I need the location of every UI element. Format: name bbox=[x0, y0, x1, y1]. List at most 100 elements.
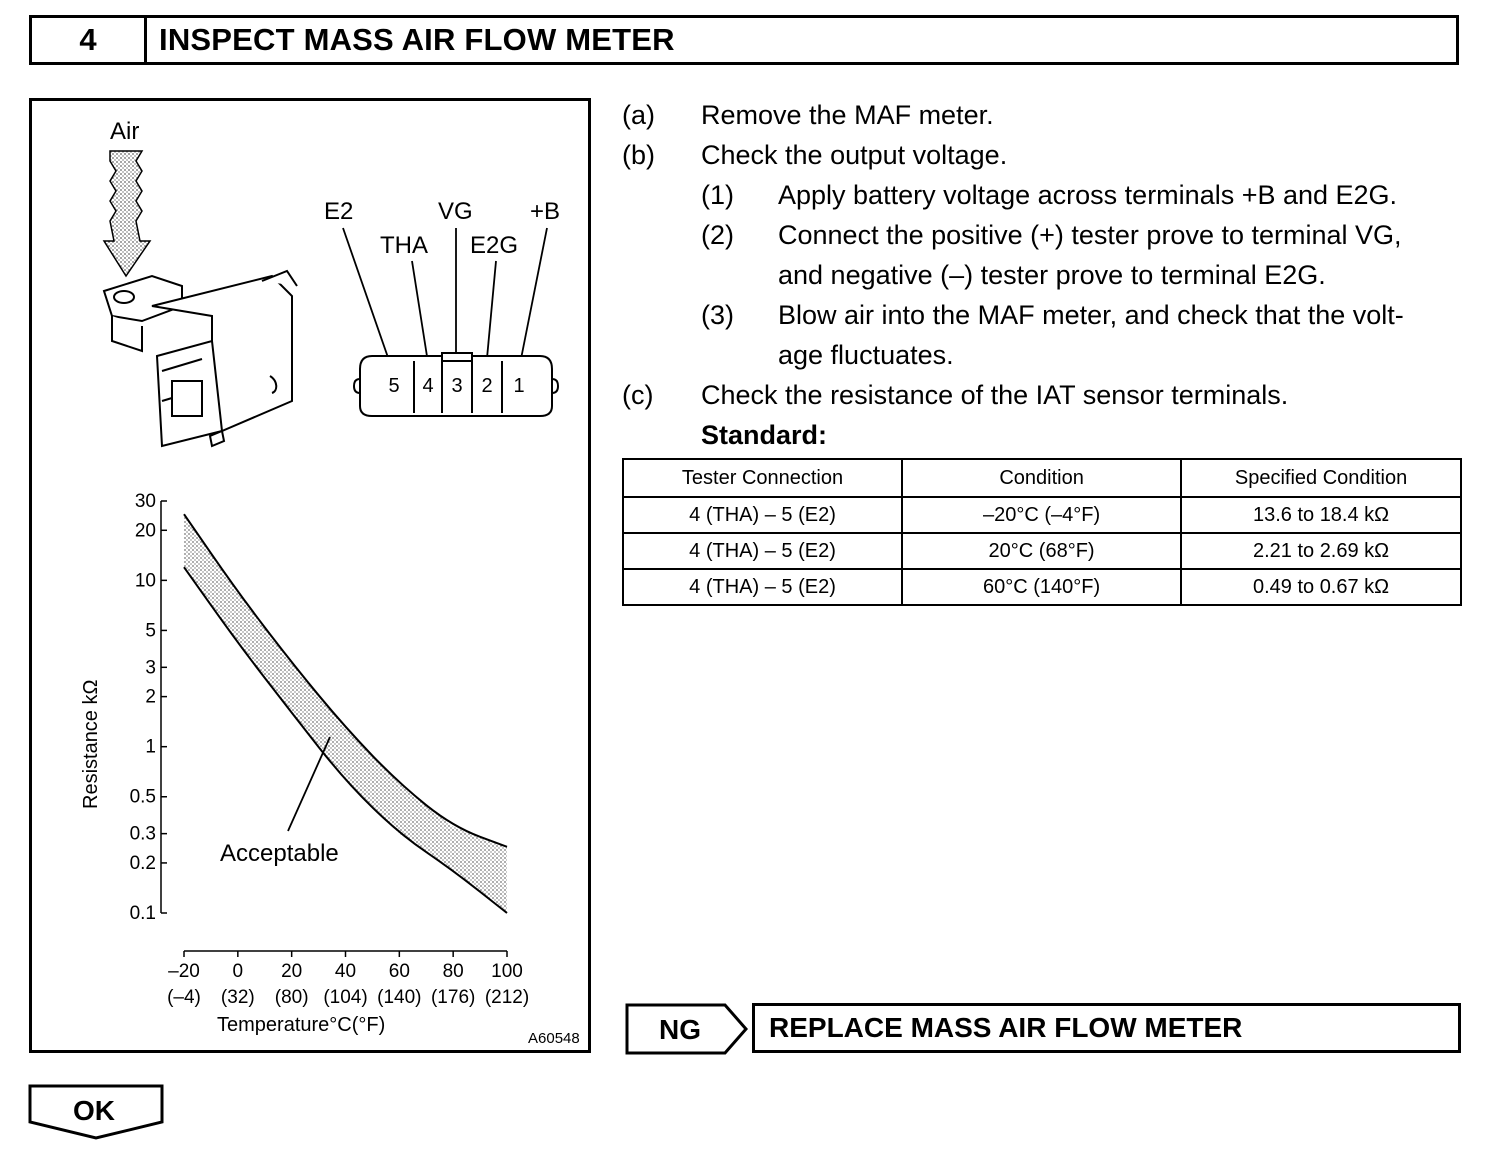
air-arrow-icon bbox=[102, 150, 152, 278]
ng-arrow[interactable]: NG bbox=[625, 1003, 749, 1055]
y-tick-label: 5 bbox=[145, 620, 156, 641]
y-tick-label: 0.5 bbox=[130, 787, 156, 808]
x-axis-label: Temperature°C(°F) bbox=[217, 1014, 385, 1036]
x-tick-label: 100 bbox=[491, 961, 523, 982]
step-b-2-continued: and negative (–) tester prove to termina… bbox=[622, 255, 1472, 295]
table-cell: 60°C (140°F) bbox=[901, 568, 1183, 606]
x-tick-label-fahrenheit: (212) bbox=[485, 987, 529, 1008]
step-text: Apply battery voltage across terminals +… bbox=[778, 180, 1398, 210]
upper-limit-curve bbox=[183, 513, 508, 848]
terminal-label-b: +B bbox=[530, 198, 560, 225]
step-header: 4 INSPECT MASS AIR FLOW METER bbox=[29, 15, 1459, 65]
x-tick-label-fahrenheit: (32) bbox=[221, 987, 255, 1008]
figure-id: A60548 bbox=[528, 1030, 580, 1047]
air-label: Air bbox=[110, 118, 139, 145]
y-tick-label: 20 bbox=[135, 520, 156, 541]
table-cell: 4 (THA) – 5 (E2) bbox=[621, 568, 904, 606]
y-tick-label: 30 bbox=[135, 491, 156, 512]
x-tick-label: 60 bbox=[389, 961, 410, 982]
step-label: (c) bbox=[622, 380, 654, 410]
step-b-2: (2) Connect the positive (+) tester prov… bbox=[622, 215, 1472, 255]
x-tick-label: –20 bbox=[168, 961, 200, 982]
step-text: Check the output voltage. bbox=[701, 140, 1008, 170]
step-c: (c) Check the resistance of the IAT sens… bbox=[622, 375, 1472, 415]
step-text: age fluctuates. bbox=[778, 340, 954, 370]
y-tick-label: 2 bbox=[145, 687, 156, 708]
table-cell: 4 (THA) – 5 (E2) bbox=[621, 496, 904, 534]
procedure-steps: (a) Remove the MAF meter. (b) Check the … bbox=[622, 95, 1472, 455]
table-cell: 2.21 to 2.69 kΩ bbox=[1180, 532, 1462, 570]
y-tick-label: 0.1 bbox=[130, 903, 156, 924]
maf-meter-drawing bbox=[102, 269, 298, 448]
step-b-3-continued: age fluctuates. bbox=[622, 335, 1472, 375]
terminal-label-e2: E2 bbox=[324, 198, 353, 225]
step-label: (2) bbox=[701, 220, 734, 250]
step-text: Check the resistance of the IAT sensor t… bbox=[701, 380, 1289, 410]
table-row: 4 (THA) – 5 (E2) –20°C (–4°F) 13.6 to 18… bbox=[621, 496, 1462, 534]
y-tick-label: 3 bbox=[145, 657, 156, 678]
y-axis-label: Resistance kΩ bbox=[80, 680, 102, 809]
table-header-row: Tester Connection Condition Specified Co… bbox=[621, 458, 1462, 498]
step-title: INSPECT MASS AIR FLOW METER bbox=[159, 22, 675, 57]
step-text: Blow air into the MAF meter, and check t… bbox=[778, 300, 1404, 330]
terminal-label-e2g: E2G bbox=[470, 232, 518, 259]
ok-arrow[interactable]: OK bbox=[28, 1084, 166, 1142]
terminal-leader-lines bbox=[342, 227, 548, 370]
table-row: 4 (THA) – 5 (E2) 60°C (140°F) 0.49 to 0.… bbox=[621, 568, 1462, 606]
step-text: Connect the positive (+) tester prove to… bbox=[778, 220, 1402, 250]
ok-label: OK bbox=[73, 1095, 115, 1126]
standard-heading: Standard: bbox=[622, 415, 1472, 455]
x-tick-label: 0 bbox=[233, 961, 244, 982]
x-tick-label-fahrenheit: (140) bbox=[377, 987, 421, 1008]
step-text: and negative (–) tester prove to termina… bbox=[778, 260, 1326, 290]
connector-pin-5: 5 bbox=[388, 375, 399, 397]
y-tick-label: 0.3 bbox=[130, 824, 156, 845]
y-tick-label: 0.2 bbox=[130, 853, 156, 874]
step-label: (3) bbox=[701, 300, 734, 330]
table-cell: –20°C (–4°F) bbox=[901, 496, 1183, 534]
table-cell: 20°C (68°F) bbox=[901, 532, 1183, 570]
connector-pin-3: 3 bbox=[451, 375, 462, 397]
connector-pin-1: 1 bbox=[513, 375, 524, 397]
x-tick-label-fahrenheit: (104) bbox=[323, 987, 367, 1008]
x-tick-label-fahrenheit: (–4) bbox=[167, 987, 201, 1008]
ng-label: NG bbox=[659, 1014, 701, 1045]
table-header: Specified Condition bbox=[1180, 458, 1462, 498]
acceptable-annotation: Acceptable bbox=[220, 840, 339, 867]
terminal-label-tha: THA bbox=[380, 232, 428, 259]
x-tick-label: 80 bbox=[443, 961, 464, 982]
ng-action-text: REPLACE MASS AIR FLOW METER bbox=[769, 1012, 1243, 1043]
table-cell: 0.49 to 0.67 kΩ bbox=[1180, 568, 1462, 606]
table-header: Condition bbox=[901, 458, 1183, 498]
table-header: Tester Connection bbox=[621, 458, 904, 498]
step-label: (a) bbox=[622, 100, 655, 130]
table-cell: 4 (THA) – 5 (E2) bbox=[621, 532, 904, 570]
lower-limit-curve bbox=[183, 566, 508, 914]
step-label: (1) bbox=[701, 180, 734, 210]
step-b-3: (3) Blow air into the MAF meter, and che… bbox=[622, 295, 1472, 335]
step-b-1: (1) Apply battery voltage across termina… bbox=[622, 175, 1472, 215]
step-number: 4 bbox=[32, 18, 147, 62]
table-row: 4 (THA) – 5 (E2) 20°C (68°F) 2.21 to 2.6… bbox=[621, 532, 1462, 570]
table-cell: 13.6 to 18.4 kΩ bbox=[1180, 496, 1462, 534]
connector-pin-4: 4 bbox=[422, 375, 433, 397]
step-b: (b) Check the output voltage. bbox=[622, 135, 1472, 175]
figure-panel: Air E2 THA VG E2G +B bbox=[29, 98, 591, 1053]
standard-label: Standard: bbox=[701, 420, 828, 450]
resistance-chart: 30 20 10 5 3 2 1 0.5 0.3 0.2 0.1 –20 (–4) 0 (32) 20 (80)… bbox=[130, 491, 530, 1008]
terminal-label-vg: VG bbox=[438, 198, 473, 225]
y-tick-label: 10 bbox=[135, 570, 156, 591]
resistance-spec-table: Tester Connection Condition Specified Co… bbox=[621, 458, 1462, 606]
step-label: (b) bbox=[622, 140, 655, 170]
maf-figure: Air E2 THA VG E2G +B bbox=[80, 118, 580, 1047]
x-tick-label: 20 bbox=[281, 961, 302, 982]
x-tick-label-fahrenheit: (176) bbox=[431, 987, 475, 1008]
x-tick-label: 40 bbox=[335, 961, 356, 982]
y-tick-label: 1 bbox=[145, 737, 156, 758]
step-text: Remove the MAF meter. bbox=[701, 100, 994, 130]
acceptable-leader-line bbox=[287, 736, 331, 832]
x-tick-label-fahrenheit: (80) bbox=[275, 987, 309, 1008]
acceptable-band bbox=[184, 514, 507, 913]
step-a: (a) Remove the MAF meter. bbox=[622, 95, 1472, 135]
connector-pin-2: 2 bbox=[481, 375, 492, 397]
